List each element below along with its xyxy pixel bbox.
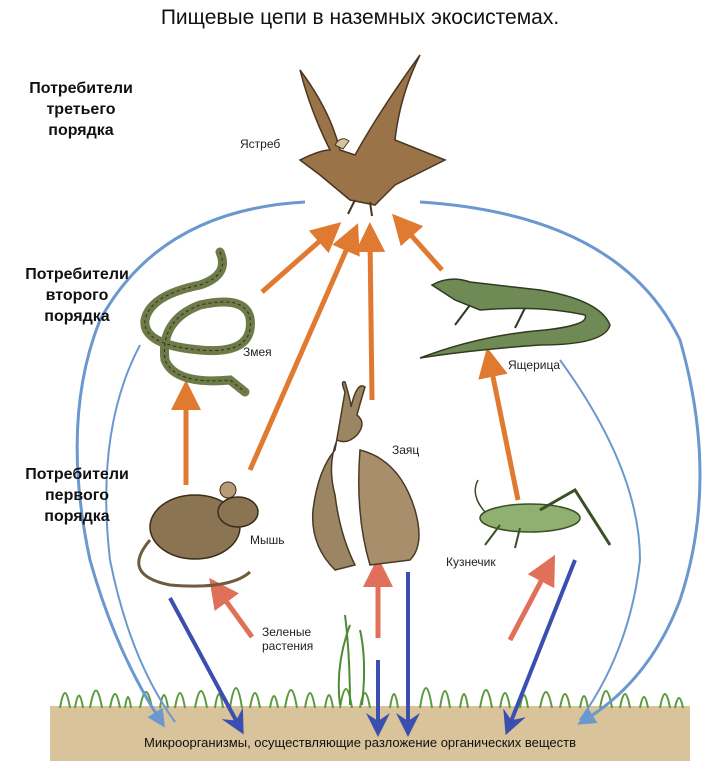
label-plants-line1: Зеленые: [262, 625, 312, 639]
grass: [59, 687, 684, 709]
label-mouse: Мышь: [250, 533, 285, 547]
level-first-line3: порядка: [44, 508, 110, 525]
lizard-illustration: [419, 278, 611, 359]
label-lizard: Ящерица: [508, 358, 561, 372]
arrow-lizard-hawk: [392, 213, 444, 272]
level-second-label: Потребители второго порядка: [4, 264, 150, 327]
arrow-snake-hawk: [260, 222, 342, 294]
level-third-label: Потребители третьего порядка: [8, 78, 154, 141]
label-hare: Заяц: [392, 443, 420, 457]
label-plants-line2: растения: [262, 639, 314, 653]
level-second-line3: порядка: [44, 308, 110, 325]
snake-illustration: [140, 247, 255, 397]
level-first-line1: Потребители: [25, 466, 129, 483]
diagram-title: Пищевые цепи в наземных экосистемах.: [160, 6, 560, 29]
arrow-grasshopper-soil: [503, 559, 577, 736]
green-plants: [337, 614, 366, 706]
arrow-plants-mouse: [209, 577, 255, 639]
cycle-arc-snake: [105, 344, 176, 723]
arrow-mouse-hawk: [247, 223, 360, 472]
level-first-line2: первого: [45, 487, 109, 504]
level-first-label: Потребители первого порядка: [4, 464, 150, 527]
decomposers-caption: Микроорганизмы, осуществляющие разложени…: [144, 735, 576, 750]
level-third-line2: третьего: [46, 101, 116, 118]
arrow-mouse-soil: [168, 597, 244, 735]
label-grasshopper: Кузнечик: [446, 555, 496, 569]
cycle-arc-left: [75, 200, 306, 728]
hawk-illustration: [298, 54, 447, 217]
level-third-line3: порядка: [48, 122, 114, 139]
label-hawk: Ястреб: [240, 137, 281, 151]
arrow-plants-grasshopper: [507, 554, 556, 642]
cycle-arc-lizard: [559, 359, 642, 721]
level-second-line1: Потребители: [25, 266, 129, 283]
grasshopper-illustration: [474, 479, 612, 549]
level-second-line2: второго: [45, 287, 109, 304]
arrow-hare-hawk: [355, 222, 386, 401]
hare-illustration: [311, 380, 420, 571]
arrow-grasshopper-lizard: [478, 347, 521, 501]
label-snake: Змея: [243, 345, 272, 359]
level-third-line1: Потребители: [29, 80, 133, 97]
cycle-arc-right: [419, 200, 702, 725]
label-plants: Зеленые растения: [262, 625, 313, 653]
mouse-illustration: [137, 481, 259, 588]
